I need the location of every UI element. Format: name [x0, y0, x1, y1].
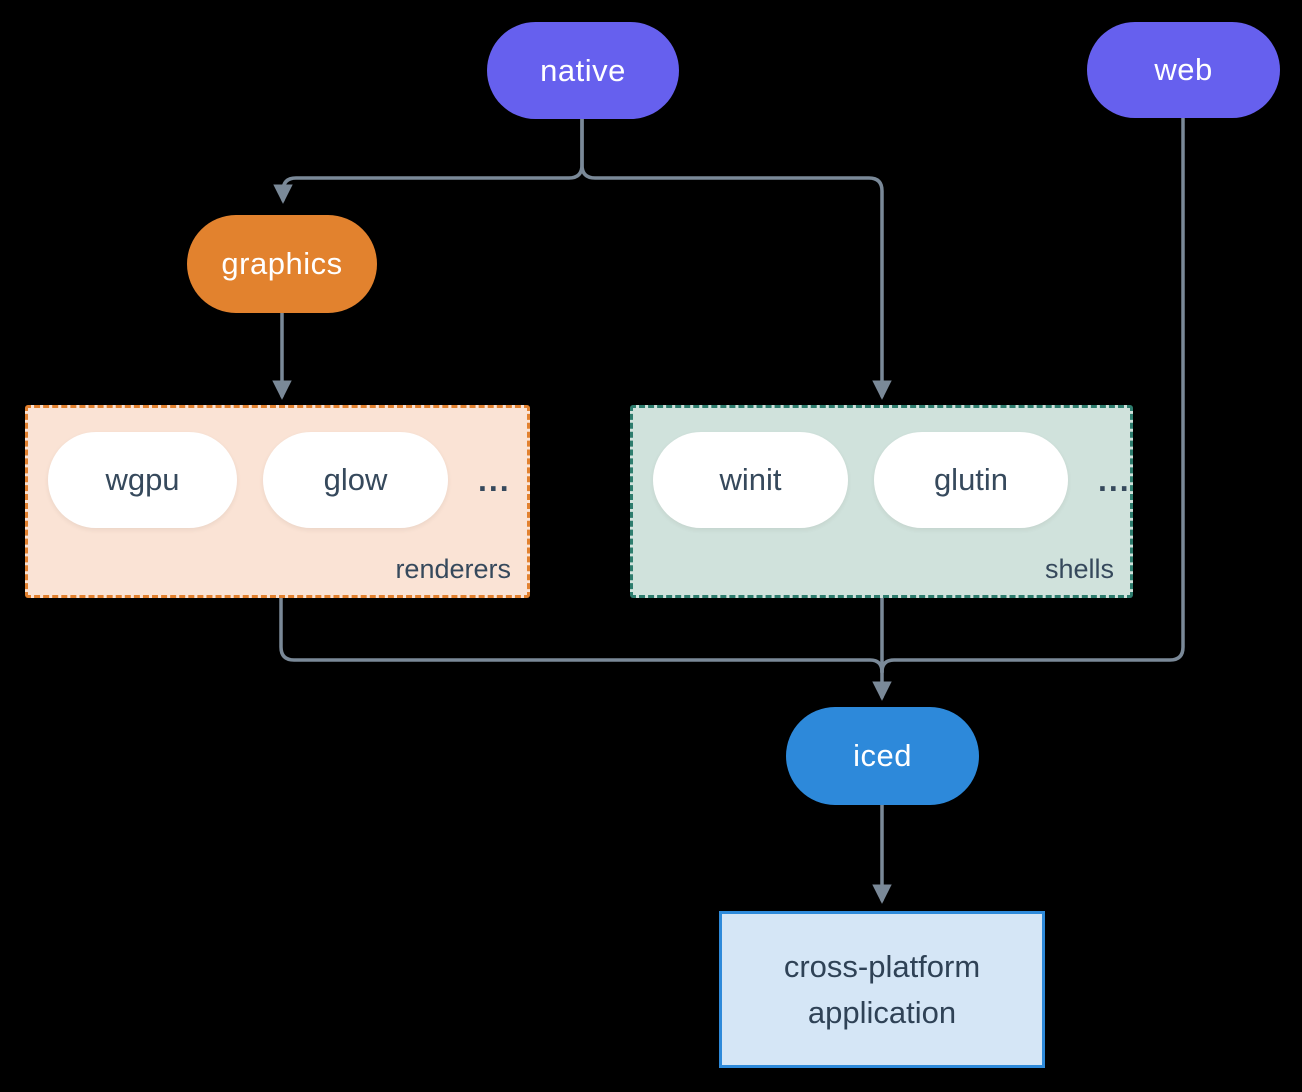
- node-web: web: [1087, 22, 1280, 118]
- node-glow-label: glow: [323, 462, 388, 497]
- shells-items: winit glutin ...: [653, 432, 1131, 528]
- edge-native-to-shells: [580, 116, 892, 400]
- node-web-label: web: [1154, 52, 1213, 87]
- edge-native-to-graphics: [273, 116, 584, 204]
- node-wgpu-label: wgpu: [105, 462, 180, 497]
- node-glutin-label: glutin: [933, 462, 1009, 497]
- node-graphics: graphics: [187, 215, 377, 313]
- shells-group-label: shells: [1044, 554, 1114, 584]
- node-native: native: [487, 22, 679, 119]
- group-shells: winit glutin ... shells: [630, 405, 1133, 598]
- node-iced: iced: [786, 707, 979, 805]
- node-winit-label: winit: [719, 462, 782, 497]
- app-label-line2: application: [807, 994, 957, 1030]
- app-label-line1: cross-platform: [783, 948, 981, 984]
- renderers-group-label: renderers: [395, 554, 511, 584]
- node-graphics-label: graphics: [221, 246, 343, 281]
- group-renderers: wgpu glow ... renderers: [25, 405, 530, 598]
- renderers-ellipsis: ...: [478, 461, 511, 498]
- node-native-label: native: [540, 52, 626, 88]
- node-glutin: glutin: [874, 432, 1068, 528]
- node-wgpu: wgpu: [48, 432, 237, 528]
- node-cross-platform-application: cross-platform application: [719, 911, 1045, 1068]
- node-iced-label: iced: [853, 738, 912, 773]
- edge-renderers-to-merge: [279, 596, 884, 674]
- renderers-items: wgpu glow ...: [48, 432, 511, 528]
- shells-ellipsis: ...: [1098, 461, 1131, 498]
- node-winit: winit: [653, 432, 848, 528]
- node-glow: glow: [263, 432, 448, 528]
